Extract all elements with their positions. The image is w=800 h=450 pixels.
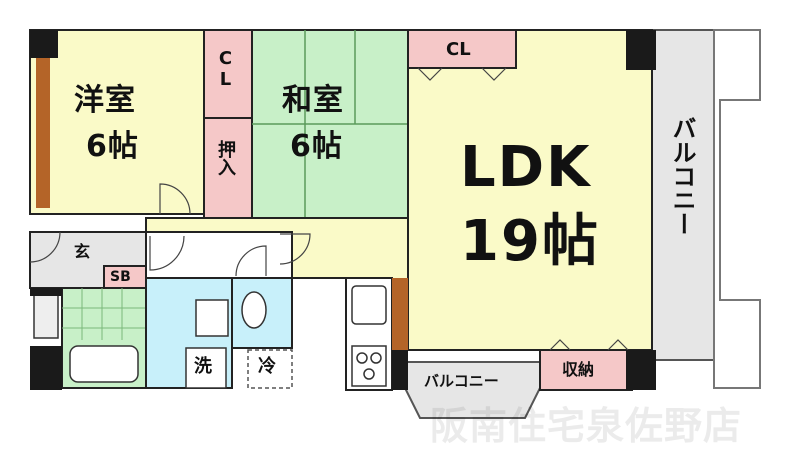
ldk-size: 19帖: [460, 209, 600, 274]
door-swing-cl: [417, 67, 443, 81]
ldk-closet: [407, 29, 517, 69]
column: [626, 30, 656, 70]
ldk-closet-label: CL: [446, 39, 471, 60]
western-closet-label: CL: [215, 48, 236, 90]
door-swing-hall2: [235, 245, 267, 277]
door-swing-entrance: [29, 231, 61, 263]
bath-tiles: [62, 288, 146, 340]
storage-area: [539, 349, 633, 391]
bottom-balcony-label: バルコニー: [424, 372, 499, 390]
side-balcony-rail: [713, 29, 761, 389]
storage-label: 収納: [562, 360, 595, 379]
door-swing-cl2: [481, 67, 507, 81]
ldk-name: LDK: [460, 135, 592, 200]
side-balcony-label: バルコニー: [668, 116, 696, 236]
kitchen-wood: [392, 278, 408, 350]
stove: [351, 345, 387, 387]
door-swing-western: [159, 183, 191, 215]
ldk-room: [407, 29, 653, 351]
side-balcony: [651, 29, 715, 361]
column: [626, 350, 656, 390]
fridge-label: 冷: [258, 356, 276, 377]
kitchen-sink: [351, 285, 387, 325]
wash-basin: [195, 299, 229, 337]
watermark: 阪南住宅泉佐野店: [430, 404, 743, 448]
western-room-size: 6帖: [86, 129, 139, 164]
door-swing-toilet: [279, 233, 311, 265]
laundry-label: 洗: [194, 356, 212, 377]
door-swing-hall1: [149, 235, 185, 271]
wall-segment: [30, 288, 62, 296]
japanese-room-name: 和室: [282, 83, 344, 118]
column: [30, 346, 62, 390]
fridge-spot: [247, 349, 293, 389]
door-swing-storage1: [549, 339, 571, 351]
tatami-lines: [252, 30, 408, 218]
toilet-bowl: [241, 291, 267, 329]
column: [30, 30, 58, 58]
oshiire-label: 押入: [215, 140, 236, 176]
japanese-room-size: 6帖: [290, 129, 343, 164]
western-room: [29, 29, 205, 215]
entrance-label: 玄: [74, 242, 91, 261]
door-swing-storage2: [607, 339, 629, 351]
bathtub: [69, 345, 139, 383]
laundry-spot: [185, 347, 227, 389]
western-room-name: 洋室: [74, 83, 136, 118]
western-wood: [36, 58, 50, 208]
floor-plan-drawing: [29, 29, 761, 419]
floor-plan: 洋室 6帖 CL 押入 和室 6帖 CL LDK 19帖 バルコニー 玄 SB …: [29, 29, 761, 448]
shoebox-label: SB: [110, 269, 131, 285]
wall-segment: [392, 350, 408, 390]
